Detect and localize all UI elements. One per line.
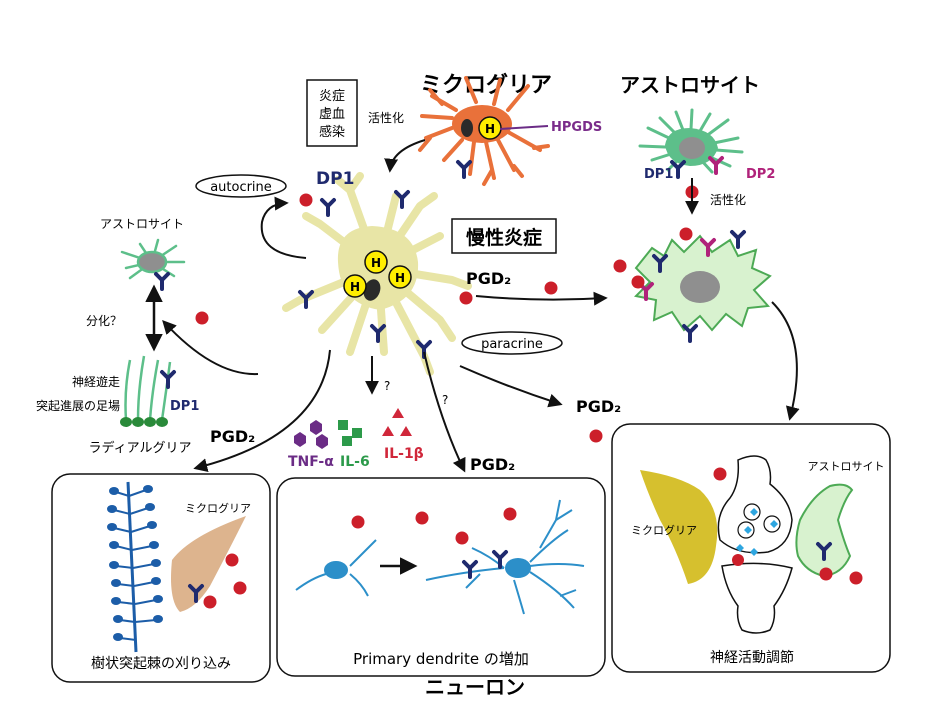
neural-activity-caption: 神経活動調節 — [710, 649, 794, 666]
pgd2-molecule — [195, 311, 209, 325]
astro-dp1-receptor-icon — [670, 160, 686, 179]
il6-label: IL-6 — [340, 454, 370, 470]
pgd2-molecule — [203, 595, 217, 609]
astro-dp1-label: DP1 — [644, 167, 673, 182]
spine-pruning-caption: 樹状突起棘の刈り込み — [91, 656, 231, 672]
hpgds-h-icon — [388, 265, 412, 289]
astrocyte-to-synapse-arrow — [771, 301, 800, 421]
pgd2-molecule — [459, 291, 473, 305]
differentiation-label: 分化？ — [86, 314, 122, 328]
activation-label-microglia: 活性化 — [368, 111, 404, 125]
question-mark-dendrite: ? — [442, 393, 448, 407]
tnf-alpha-label: TNF-α — [288, 454, 334, 470]
reactive-dp1-receptor-icon — [730, 230, 746, 249]
pgd2-label-center: PGD₂ — [470, 455, 515, 474]
pgd2-label-left: PGD₂ — [210, 427, 255, 446]
mature-neuron — [425, 499, 585, 615]
activation-label-astrocyte: 活性化 — [710, 193, 746, 207]
svg-text:H: H — [395, 271, 405, 285]
hpgds-h-icon — [364, 250, 388, 274]
neuron-title: ニューロン — [425, 675, 525, 699]
left-panel-microglia-label: ミクログリア — [185, 501, 251, 515]
pgd2-molecule — [713, 467, 727, 481]
pgd2-label-astrocyte: PGD₂ — [466, 269, 511, 288]
spine-pruning-panel: ミクログリア 樹状突起棘の刈り込み — [51, 473, 271, 683]
radial-dp1-label: DP1 — [170, 399, 199, 414]
chronic-inflammation-box — [451, 218, 557, 254]
neural-activity-panel: ミクログリア アストロサイト 神経活動調節 — [611, 423, 891, 673]
radial-glia — [120, 355, 176, 427]
pgd2-label-mid: PGD₂ — [576, 397, 621, 416]
activated-microglia: H — [418, 76, 550, 186]
pgd2-molecule — [503, 507, 517, 521]
svg-text:H: H — [371, 256, 381, 270]
pgd2-molecule — [233, 581, 247, 595]
autocrine-pill — [195, 174, 287, 198]
tnf-alpha-molecules — [294, 420, 328, 449]
pgd2-molecule — [613, 259, 627, 273]
stimulus-infection: 感染 — [319, 124, 345, 140]
pgd2-molecule — [225, 553, 239, 567]
paracrine-label: paracrine — [481, 337, 543, 352]
question-mark-cytokines: ? — [384, 379, 390, 393]
small-astrocyte — [120, 238, 186, 291]
pgd2-arrow-right-panel — [459, 365, 563, 408]
immature-neuron — [295, 539, 377, 597]
pgd2-molecule — [849, 571, 863, 585]
pgd2-molecule — [299, 193, 313, 207]
dp1-main-label: DP1 — [316, 169, 354, 189]
hpgds-h-icon — [343, 274, 367, 298]
pgd2-arrow-left-panel — [193, 349, 331, 473]
hpgds-pointer — [499, 125, 549, 130]
resting-astrocyte — [638, 108, 744, 179]
autocrine-arrow — [260, 196, 307, 259]
hpgds-label: HPGDS — [551, 120, 602, 135]
stimulus-box: 炎症 虚血 感染 — [306, 79, 358, 147]
stimulus-inflammation: 炎症 — [319, 89, 345, 104]
pgd2-molecule — [819, 567, 833, 581]
il1b-molecules — [382, 408, 412, 436]
small-astro-dp1-receptor-icon — [154, 272, 170, 291]
chronic-inflammation-label: 慢性炎症 — [466, 226, 542, 249]
stimulus-ischemia: 虚血 — [319, 107, 345, 122]
nerve-migration-label: 神経遊走 — [72, 374, 120, 389]
primary-dendrite-panel: Primary dendrite の増加 — [276, 477, 606, 677]
microglia-nucleus — [461, 119, 473, 137]
il6-molecules — [338, 420, 362, 446]
right-panel-astrocyte-label: アストロサイト — [808, 460, 885, 473]
autocrine-label: autocrine — [210, 180, 272, 195]
pgd2-molecule — [351, 515, 365, 529]
pgd2-molecule — [679, 227, 693, 241]
pgd2-molecule — [589, 429, 603, 443]
pgd2-molecule — [732, 554, 744, 566]
pgd2-molecule — [415, 511, 429, 525]
small-astrocyte-label: アストロサイト — [100, 217, 184, 231]
postsynaptic-terminal — [721, 562, 793, 634]
activation-arrow-microglia — [384, 139, 426, 173]
pgd2-arrow-astrocyte — [475, 291, 608, 306]
astrocyte-title: アストロサイト — [620, 73, 760, 97]
pgd2-arrow-radial-glia — [162, 319, 259, 376]
primary-dendrite-caption: Primary dendrite の増加 — [353, 650, 529, 668]
paracrine-pill — [461, 331, 563, 355]
pgd2-molecule — [631, 275, 645, 289]
astro-dp2-label: DP2 — [746, 167, 775, 182]
pgd2-molecule — [544, 281, 558, 295]
right-panel-microglia-label: ミクログリア — [631, 523, 697, 537]
il1b-label: IL-1β — [384, 446, 424, 462]
pgd2-molecule — [455, 531, 469, 545]
scaffold-label: 突起進展の足場 — [36, 398, 120, 413]
dp1-receptor-icon — [320, 198, 336, 217]
reactive-astrocyte — [633, 230, 772, 343]
svg-text:H: H — [350, 280, 360, 294]
radial-glia-label: ラディアルグリア — [89, 440, 192, 456]
reactive-dp1-receptor-icon — [682, 324, 698, 343]
chronic-microglia: H H H — [282, 172, 472, 376]
pgd2-arrow-middle-panel — [423, 351, 466, 473]
microglia-title: ミクログリア — [420, 72, 552, 98]
svg-text:H: H — [485, 122, 495, 136]
